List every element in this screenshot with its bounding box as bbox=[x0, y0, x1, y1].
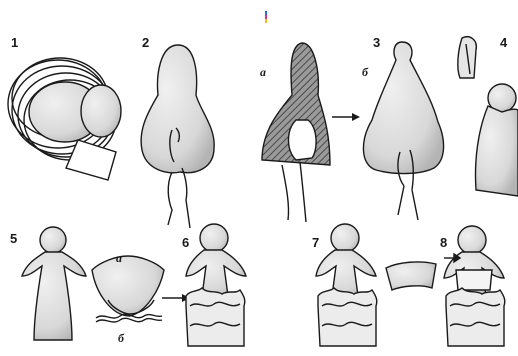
step-number-8: 8 bbox=[440, 236, 447, 249]
step-5-drawing bbox=[22, 227, 164, 340]
step-3a-drawing bbox=[262, 43, 330, 222]
color-mark bbox=[265, 11, 267, 23]
step-number-5: 5 bbox=[10, 232, 17, 245]
step-5-sub-label-b: б bbox=[118, 332, 124, 344]
step-number-4: 4 bbox=[500, 36, 507, 49]
step-number-6: 6 bbox=[182, 236, 189, 249]
step-3-arrow-line bbox=[332, 113, 360, 121]
step-3-sub-label-a: а bbox=[260, 66, 266, 78]
step-8-drawing bbox=[444, 226, 505, 346]
step-4-drawing bbox=[458, 37, 518, 196]
step-number-1: 1 bbox=[11, 36, 18, 49]
step-3b-drawing bbox=[363, 42, 443, 220]
step-7-drawing bbox=[316, 224, 436, 346]
step-2-drawing bbox=[141, 45, 214, 228]
step-5-sub-label-a: а bbox=[116, 252, 122, 264]
step-number-2: 2 bbox=[142, 36, 149, 49]
step-number-7: 7 bbox=[312, 236, 319, 249]
step-number-3: 3 bbox=[373, 36, 380, 49]
step-1-drawing bbox=[8, 58, 121, 180]
step-3-sub-label-b: б bbox=[362, 66, 368, 78]
step-6-drawing bbox=[186, 224, 246, 346]
